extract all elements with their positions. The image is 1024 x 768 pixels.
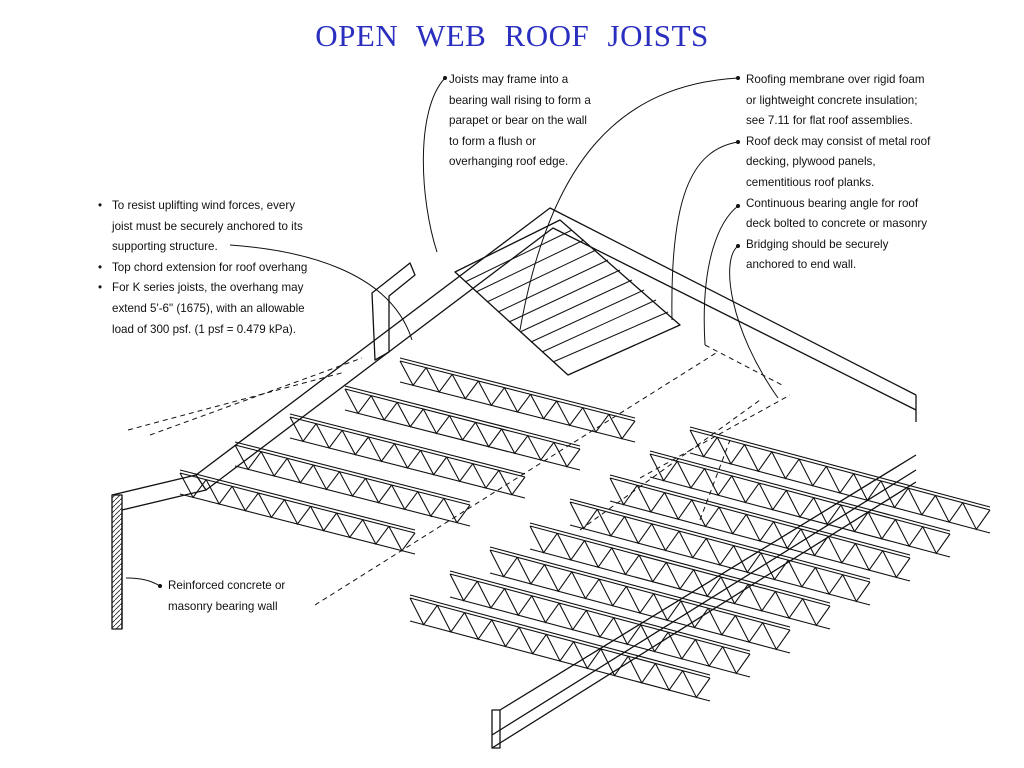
joist — [609, 474, 911, 582]
girder — [491, 454, 917, 749]
joist — [179, 469, 416, 555]
left-note-item: To resist uplifting wind forces, every j… — [97, 196, 312, 258]
girder-end — [491, 709, 501, 749]
left-notes: To resist uplifting wind forces, every j… — [97, 196, 312, 340]
deck-ribs — [464, 229, 669, 363]
joist — [289, 413, 526, 499]
joist — [344, 385, 581, 471]
joist — [409, 594, 711, 702]
joist — [449, 570, 751, 678]
parapet — [371, 262, 416, 361]
wall-note-text: Reinforced concrete or masonry bearing w… — [168, 579, 286, 613]
left-joists — [179, 357, 636, 555]
leader-lines — [125, 77, 779, 587]
structure — [111, 207, 917, 749]
joist — [689, 426, 991, 534]
joist — [489, 546, 791, 654]
joist — [234, 441, 471, 527]
right-note-deck: Roof deck may consist of metal roof deck… — [746, 134, 931, 189]
bearing-wall — [111, 474, 207, 629]
left-note-item: Top chord extension for roof overhang — [97, 258, 312, 279]
wall-note: Reinforced concrete or masonry bearing w… — [168, 576, 298, 617]
joist — [649, 450, 951, 558]
wall-top-outer — [195, 207, 917, 476]
roof-deck — [454, 219, 681, 376]
right-notes: Roofing membrane over rigid foam or ligh… — [746, 70, 936, 276]
wall-top-inner — [205, 227, 917, 491]
joist — [529, 522, 831, 630]
bridging-lines — [127, 344, 791, 606]
bearing-wall-hatch — [111, 494, 123, 630]
parapet-note: Joists may frame into a bearing wall ris… — [449, 70, 599, 173]
right-joists — [409, 426, 991, 702]
joist — [569, 498, 871, 606]
left-note-item: For K series joists, the overhang may ex… — [97, 278, 312, 340]
leader-arrowheads — [158, 76, 740, 588]
page-title: OPEN WEB ROOF JOISTS — [315, 18, 709, 53]
right-note-bearing-angle: Continuous bearing angle for roof deck b… — [746, 196, 928, 231]
right-note-membrane: Roofing membrane over rigid foam or ligh… — [746, 73, 925, 128]
joist — [399, 357, 636, 443]
right-note-bridging: Bridging should be securely anchored to … — [746, 237, 889, 272]
parapet-note-text: Joists may frame into a bearing wall ris… — [449, 73, 591, 169]
